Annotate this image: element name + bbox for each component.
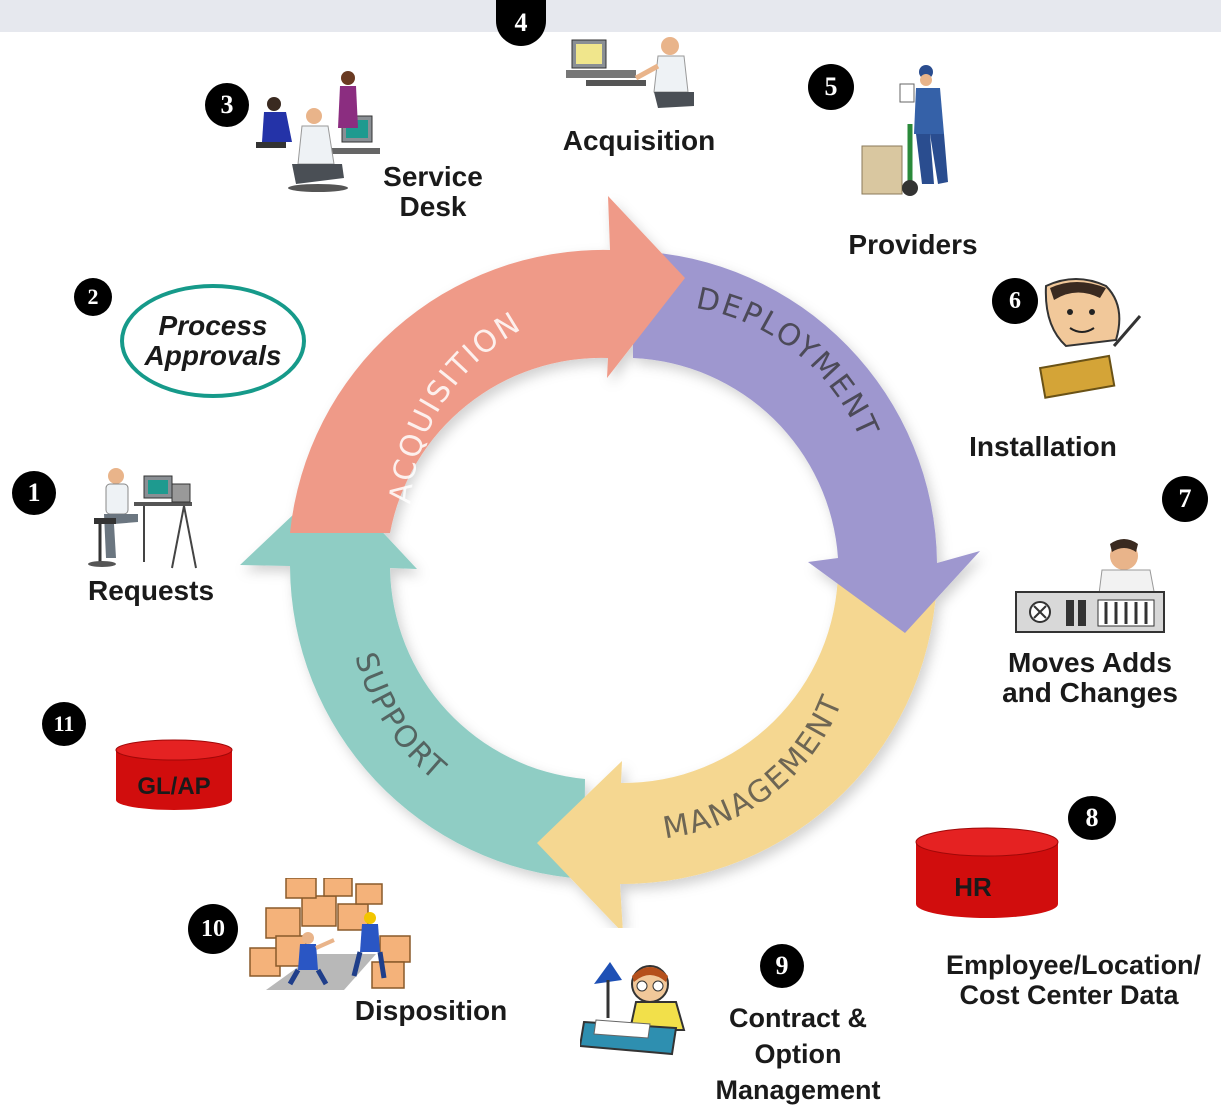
step-3-label-line-1: Service (383, 161, 483, 192)
step-9-badge: 9 (760, 944, 804, 988)
step-2-badge: 2 (74, 278, 112, 316)
step-4-label: Acquisition (562, 125, 716, 156)
step-9-label-line-3: Management (715, 1075, 881, 1105)
segment-management-arrow (537, 570, 937, 928)
lifecycle-cycle: ACQUISITION DEPLOYMENT MANAGEMENT SUPPOR… (240, 196, 980, 928)
buyer-at-computer-icon (566, 37, 694, 108)
service-desk-team-icon (256, 71, 380, 192)
step-1-label: Requests (87, 575, 215, 606)
step-3-label-line-2: Desk (399, 191, 467, 222)
step-8-badge: 8 (1068, 796, 1116, 840)
office-worker-desk-icon (88, 468, 197, 569)
step-1-badge: 1 (12, 471, 56, 515)
hr-database-icon (915, 827, 1059, 918)
technician-hardware-icon (1015, 539, 1165, 633)
step-10-label: Disposition (354, 995, 508, 1026)
step-7-label-line-2: and Changes (1002, 677, 1178, 708)
step-9-label-line-1: Contract & (728, 1003, 867, 1033)
segment-support-arrow (240, 478, 585, 879)
step-3-label: Service Desk (372, 162, 494, 222)
gl-ap-database-icon (115, 739, 233, 810)
step-7-badge: 7 (1162, 476, 1208, 522)
step-6-label: Installation (969, 431, 1117, 462)
step-11-badge: 11 (42, 702, 86, 746)
step-5-badge: 5 (808, 64, 854, 110)
contract-reviewer-icon (580, 962, 686, 1056)
step-8-label-line-1: Employee/Location/ (946, 950, 1202, 980)
boxes-movers-icon (249, 878, 411, 990)
technician-soldering-icon (1038, 278, 1142, 399)
step-6-badge: 6 (992, 278, 1038, 324)
step-7-label: Moves Adds and Changes (990, 648, 1190, 708)
step-9-label-line-2: Option (754, 1039, 842, 1069)
gl-ap-database-label: GL/AP (137, 773, 211, 800)
process-approvals-oval: Process Approvals (120, 284, 306, 398)
segment-acquisition-arrow (290, 196, 685, 533)
step-4-badge: 4 (496, 0, 546, 46)
step-3-badge: 3 (205, 83, 249, 127)
header-band (0, 0, 1221, 32)
step-9-label: Contract & Option Management (700, 1000, 896, 1108)
segment-deployment-arrow (633, 251, 980, 633)
step-2-label-line-1: Process (158, 310, 268, 341)
hr-database-label: HR (954, 872, 992, 902)
step-7-label-line-1: Moves Adds (1008, 647, 1172, 678)
step-5-label: Providers (848, 229, 978, 260)
step-2-label-line-2: Approvals (144, 340, 282, 371)
step-8-label: Employee/Location/ Cost Center Data (946, 950, 1202, 1010)
delivery-person-icon (861, 65, 948, 196)
step-8-label-line-2: Cost Center Data (959, 980, 1179, 1010)
step-10-badge: 10 (188, 904, 238, 954)
